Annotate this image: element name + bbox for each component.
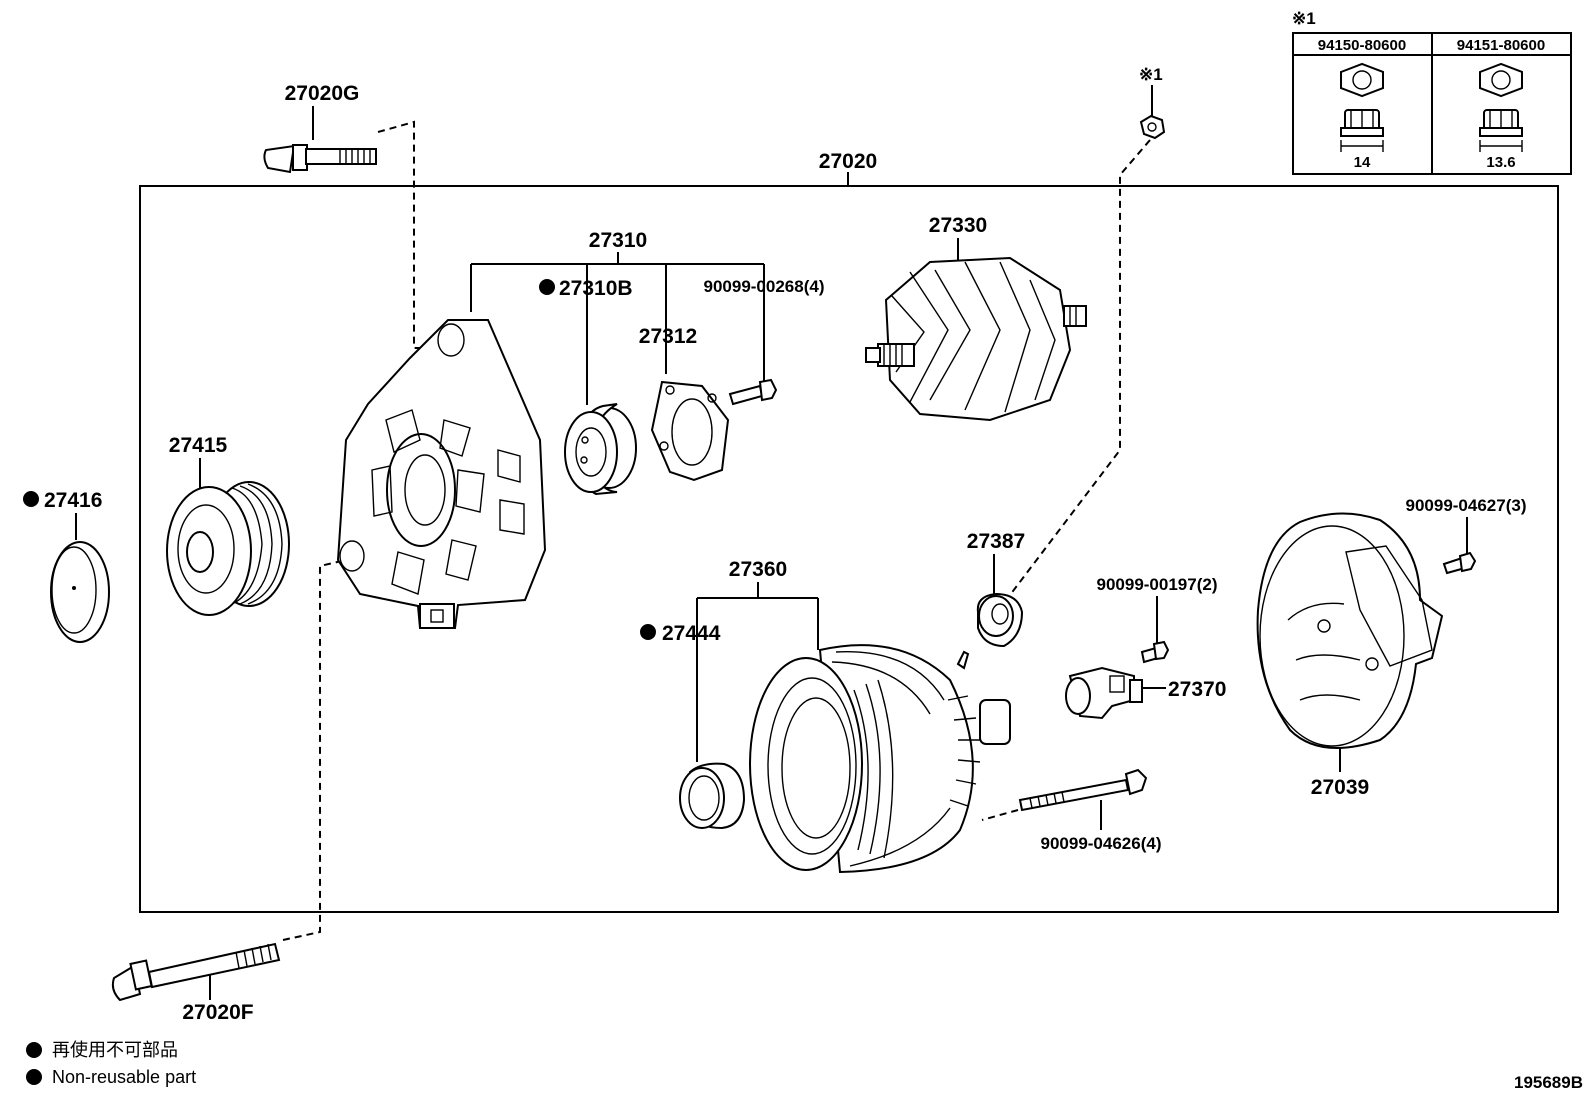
label-assembly[interactable]: 27020 [819, 150, 877, 173]
label-rotor[interactable]: 27330 [929, 214, 987, 237]
nut-table-size-2: 13.6 [1486, 154, 1515, 171]
label-screw-frame[interactable]: 90099-00268(4) [704, 277, 825, 296]
label-pulley[interactable]: 27415 [169, 434, 228, 457]
label-pulley-cap[interactable]: 27416 [44, 489, 102, 512]
label-bolt-f[interactable]: 27020F [182, 1001, 253, 1024]
label-bearing[interactable]: 27310B [559, 277, 633, 300]
nut-table-size-1: 14 [1354, 154, 1371, 171]
bullet-27444 [640, 624, 656, 640]
nut-table-part-1[interactable]: 94150-80600 [1318, 37, 1406, 54]
legend-bullet-1 [26, 1042, 42, 1058]
holder-icon[interactable] [976, 592, 1024, 648]
bullet-27416 [23, 491, 39, 507]
regulator-icon[interactable] [1065, 666, 1143, 720]
screw-reg-icon[interactable] [1140, 640, 1170, 664]
rear-cover-icon[interactable] [1256, 512, 1444, 749]
label-holder[interactable]: 27387 [967, 530, 1025, 553]
nut-2-icon [1479, 62, 1523, 137]
label-retainer[interactable]: 27312 [639, 325, 697, 348]
bullet-27310b [539, 279, 555, 295]
screw-frame-icon[interactable] [728, 378, 778, 406]
retainer-icon[interactable] [650, 380, 730, 482]
label-regulator[interactable]: 27370 [1168, 678, 1226, 701]
bearing-icon[interactable] [564, 403, 637, 496]
label-through-bolt[interactable]: 90099-04626(4) [1041, 834, 1162, 853]
label-nut-ref: ※1 [1139, 65, 1163, 84]
label-bolt-g[interactable]: 27020G [285, 82, 360, 105]
figure-id: 195689B [1514, 1073, 1583, 1092]
legend-english: Non-reusable part [52, 1067, 196, 1087]
nut-table: ※1 94150-80600 94151-80600 14 13.6 [1292, 9, 1572, 175]
rotor-icon[interactable] [865, 256, 1087, 422]
nut-table-mark: ※1 [1292, 9, 1316, 28]
screw-cover-icon[interactable] [1442, 551, 1477, 575]
bolt-f-icon[interactable] [111, 942, 281, 1002]
nut-1-icon [1340, 62, 1384, 137]
label-ring[interactable]: 27444 [662, 622, 721, 645]
nut-icon[interactable] [1139, 114, 1166, 140]
label-screw-reg[interactable]: 90099-00197(2) [1097, 575, 1218, 594]
label-screw-cover[interactable]: 90099-04627(3) [1406, 496, 1527, 515]
legend-japanese: 再使用不可部品 [52, 1040, 178, 1060]
through-bolt-icon[interactable] [1018, 768, 1148, 812]
ring-icon[interactable] [679, 762, 746, 830]
pulley-cap-icon[interactable] [50, 541, 110, 643]
label-rear-cover[interactable]: 27039 [1311, 776, 1369, 799]
nut-table-part-2[interactable]: 94151-80600 [1457, 37, 1545, 54]
legend-bullet-2 [26, 1069, 42, 1085]
bolt-g-icon[interactable] [263, 144, 377, 174]
label-stator-frame[interactable]: 27360 [729, 558, 787, 581]
drive-end-frame-icon[interactable] [336, 319, 547, 629]
pulley-icon[interactable] [166, 481, 290, 616]
label-frame[interactable]: 27310 [589, 229, 647, 252]
stator-frame-icon[interactable] [749, 644, 1011, 874]
